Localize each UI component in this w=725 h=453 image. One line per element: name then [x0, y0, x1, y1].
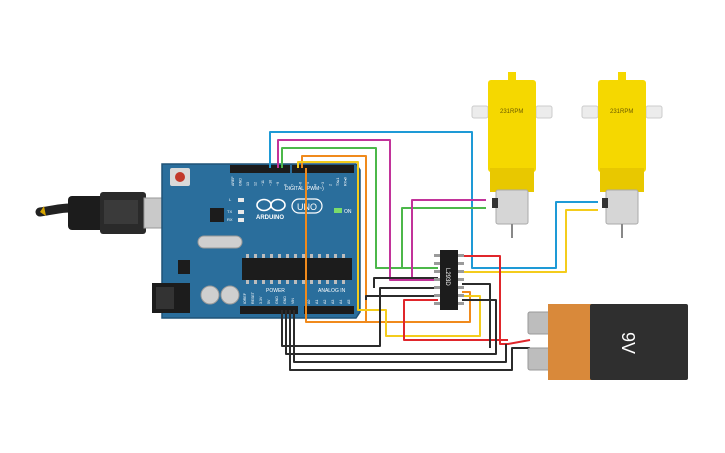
- l293d-driver-ic[interactable]: L293D: [434, 250, 464, 310]
- wire-red[interactable]: [462, 255, 531, 345]
- driver-ic-label: L293D: [444, 268, 450, 286]
- analog-header: [304, 306, 354, 314]
- wire-black-7[interactable]: [365, 295, 438, 300]
- digital-pin-label-4: ~11: [261, 180, 265, 186]
- capacitor-1: [200, 285, 220, 305]
- analog-header-label: ANALOG IN: [318, 288, 346, 294]
- tx-led-label: TX: [227, 209, 232, 214]
- analog-pin-label-1: A1: [315, 300, 319, 304]
- digital-pin-label-10: ~5: [306, 182, 310, 186]
- power-pin-label-1: RESET: [251, 291, 255, 304]
- usb-chip: [210, 208, 224, 222]
- wire-green[interactable]: [281, 147, 438, 269]
- digital-pin-label-1: GND: [239, 178, 243, 186]
- digital-pin-label-11: 4: [314, 184, 318, 186]
- rx-led-label: RX: [227, 217, 233, 222]
- digital-pin-label-8: 7: [291, 184, 295, 186]
- power-pin-label-5: GND: [283, 296, 287, 304]
- arduino-logo-text: ARDUINO: [256, 215, 284, 221]
- digital-header-left: [230, 165, 290, 173]
- wires: [269, 131, 598, 371]
- wire-black-1[interactable]: [289, 310, 530, 371]
- dc-motor-2[interactable]: 231RPM: [581, 72, 663, 238]
- digital-header-right: [292, 165, 354, 173]
- digital-pin-label-2: 13: [246, 182, 250, 186]
- digital-pin-label-3: 12: [254, 182, 258, 186]
- wire-green-2[interactable]: [401, 207, 486, 268]
- capacitor-2: [220, 285, 240, 305]
- analog-pin-label-2: A2: [323, 300, 327, 304]
- wire-yellow-2[interactable]: [462, 209, 598, 273]
- digital-pin-label-15: RX◂0: [344, 177, 348, 186]
- digital-pin-label-12: ~3: [321, 182, 325, 186]
- wire-magenta-2[interactable]: [411, 199, 486, 280]
- crystal-oscillator: [197, 235, 243, 249]
- wire-black-2[interactable]: [293, 310, 507, 363]
- digital-pin-label-7: 8: [284, 184, 288, 186]
- analog-pin-label-3: A3: [331, 300, 335, 304]
- power-pin-labels: IOREF RESET 3.3V 5V GND GND VIN: [243, 291, 295, 304]
- digital-pin-label-5: ~10: [269, 180, 273, 186]
- analog-pin-labels: A0 A1 A2 A3 A4 A5: [307, 300, 351, 304]
- arduino-uno-board[interactable]: L TX RX ON ARDUINO UNO DIGITAL (PWM~) AR…: [152, 163, 361, 319]
- digital-pin-label-13: 2: [329, 184, 333, 186]
- digital-pin-label-9: ~6: [299, 182, 303, 186]
- wire-orange-2[interactable]: [305, 168, 366, 323]
- power-pin-label-2: 3.3V: [259, 296, 263, 304]
- regulator: [178, 260, 190, 274]
- wire-black-5[interactable]: [373, 277, 438, 288]
- arduino-logo-icon: [256, 198, 286, 212]
- wire-red-2[interactable]: [403, 299, 508, 341]
- digital-pin-label-6: ~9: [276, 182, 280, 186]
- digital-pin-label-14: TX▸1: [336, 178, 340, 186]
- digital-header-label: DIGITAL (PWM~): [285, 186, 324, 192]
- analog-pin-label-5: A5: [347, 300, 351, 304]
- wire-black-6[interactable]: [462, 283, 491, 348]
- analog-pin-label-4: A4: [339, 300, 343, 304]
- battery-label: 9V: [618, 332, 638, 354]
- motor-2-label: 231RPM: [610, 109, 633, 115]
- l-led-label: L: [229, 197, 232, 202]
- on-led: [334, 208, 342, 213]
- wire-yellow[interactable]: [297, 161, 481, 337]
- wire-blue[interactable]: [269, 131, 598, 269]
- on-label: ON: [344, 209, 352, 215]
- digital-pin-label-0: AREF: [231, 176, 235, 186]
- dc-motor-1[interactable]: 231RPM: [471, 72, 553, 238]
- motor-1-label: 231RPM: [500, 109, 523, 115]
- usb-cable[interactable]: [35, 192, 173, 234]
- atmega328-chip: [242, 258, 352, 280]
- wire-magenta[interactable]: [277, 139, 438, 281]
- wire-black-4[interactable]: [281, 287, 438, 347]
- analog-pin-label-0: A0: [307, 300, 311, 304]
- power-pin-label-4: GND: [275, 296, 279, 304]
- power-pin-label-6: VIN: [291, 298, 295, 304]
- power-pin-label-0: IOREF: [243, 292, 247, 304]
- power-header: [240, 306, 298, 314]
- power-pin-label-3: 5V: [267, 299, 271, 304]
- wire-black-3[interactable]: [285, 299, 497, 355]
- power-header-label: POWER: [266, 288, 285, 294]
- battery-9v[interactable]: 9V: [527, 304, 688, 380]
